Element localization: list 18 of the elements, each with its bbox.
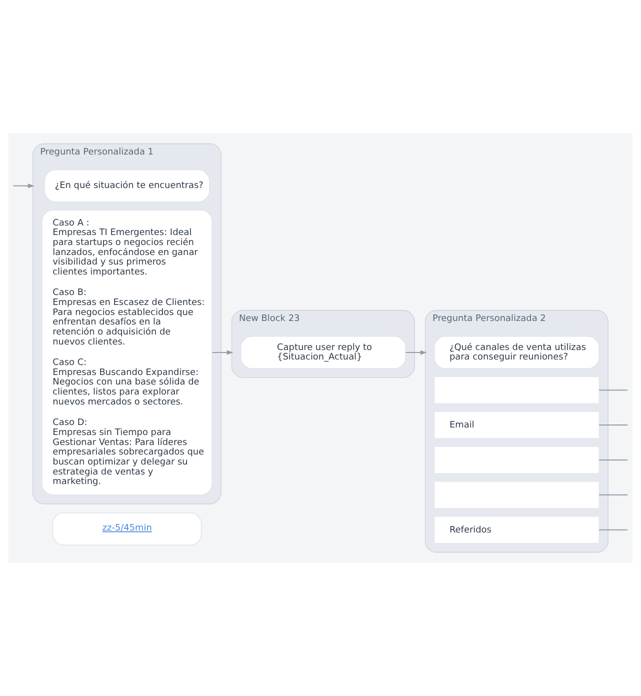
- node-box: [434, 481, 600, 509]
- node-box: Caso A : Empresas TI Emergentes: Ideal para startups o negocios recién lanzados, enfocándose en ganar visibilidad y sus primeros clientes importantes. Caso B: Empresas en Escasez de Clientes: Para negocios establecidos que enfrentan desafíos en la retención o adquisición de nuevos clientes. Caso C: Empresas Buscando Expandirse: Negocios con una base sólida de clientes, listos para explorar nuevos mercados o sectores. Caso D: Empresas sin Tiempo para Gestionar Ventas: Para líderes empresariales sobrecargados que buscan optimizar y delegar su estrategia de ventas y marketing.: [41, 210, 213, 496]
- arrow: [405, 350, 427, 355]
- node-box: Referidos: [434, 516, 600, 544]
- connector: [598, 459, 628, 460]
- node-box: zz-5/45min: [52, 512, 202, 546]
- connector: [598, 424, 628, 426]
- arrow: [212, 350, 234, 355]
- node-box: ¿En qué situación te encuentras?: [44, 169, 210, 202]
- node-box: ¿Qué canales de venta utilizas para conseguir reuniones?: [434, 336, 600, 370]
- connector: [598, 390, 628, 391]
- connector: [598, 494, 628, 496]
- arrow: [12, 184, 34, 188]
- node-box: Email: [434, 411, 600, 439]
- node-box: [434, 446, 600, 474]
- node-box: Capture user reply to {Situacion_Actual}: [240, 336, 406, 370]
- node-box: [434, 376, 600, 404]
- connector: [598, 529, 628, 530]
